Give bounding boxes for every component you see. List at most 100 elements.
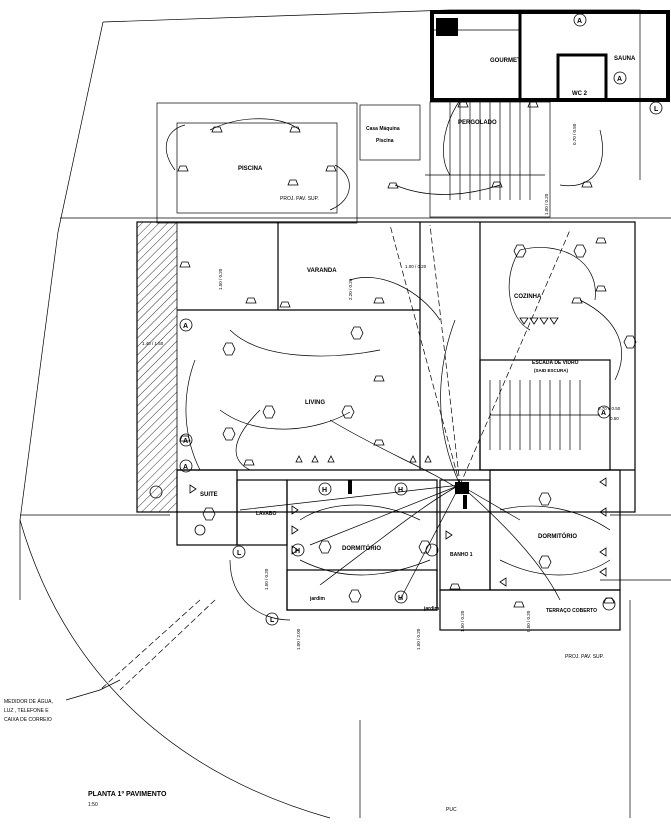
medidor-note: MEDIDOR DE ÁGUA, LUZ , TELEFONE E CAIXA … xyxy=(4,679,121,723)
wall-lamp-icon xyxy=(457,101,469,108)
plan-scale: 1:50 xyxy=(88,802,98,808)
wiring-runs xyxy=(99,99,622,691)
dim-10: 1.00 / 2.00 xyxy=(296,628,301,650)
hex-light-icon xyxy=(202,507,216,521)
marker-x xyxy=(194,524,206,536)
wall-lamp-icon xyxy=(527,101,539,108)
wall-lamp-icon xyxy=(179,435,191,442)
outlet-triangle-icon xyxy=(409,455,417,463)
room-label-varanda: VARANDA xyxy=(307,268,337,274)
marker-l-text: L xyxy=(237,550,242,557)
dim-11: 1.50 / 0.20 xyxy=(416,628,421,650)
wall-lamp-icon xyxy=(243,459,255,466)
outlet-triangle-icon xyxy=(424,455,432,463)
distribution-panel xyxy=(455,482,469,494)
wall-lamp-icon xyxy=(449,583,461,590)
outlet-triangle-icon xyxy=(539,317,549,325)
switch-box xyxy=(463,495,467,509)
room-label-jardim-2: jardim xyxy=(423,606,440,612)
marker-l xyxy=(232,545,246,559)
marker-a-text: A xyxy=(601,410,606,417)
outlet-triangle-icon xyxy=(519,317,529,325)
dim-1: 1.50 / 0.20 xyxy=(218,268,223,290)
dimension-notes: 1.50 / 0.20 2.20 / 0.20 1.00 / 0.20 1.40… xyxy=(142,123,621,650)
marker-x xyxy=(602,597,616,611)
room-label-dormitorio: DORMITÓRIO xyxy=(342,544,381,552)
marker-l xyxy=(265,612,279,626)
marker-l-text: L xyxy=(654,106,659,113)
wall-lamp-icon xyxy=(387,182,399,189)
puc-label: PUC xyxy=(446,807,457,813)
marker-x xyxy=(425,543,439,557)
dim-4: 1.00 / 0.20 xyxy=(405,264,427,269)
outlet-triangle-icon xyxy=(599,547,607,557)
marker-h xyxy=(291,543,305,557)
wall-lamp-icon xyxy=(211,126,223,133)
outlet-triangle-icon xyxy=(311,455,319,463)
room-label-escada-sub: (SAID ESCURA) xyxy=(534,368,569,373)
wall-lamp-icon xyxy=(245,297,257,304)
room-label-banho1: BANHO 1 xyxy=(450,552,473,558)
outlet-triangle-icon xyxy=(499,577,507,587)
marker-a xyxy=(597,405,611,419)
outlet-triangle-icon xyxy=(295,455,303,463)
hex-light-icon xyxy=(513,244,527,258)
marker-l xyxy=(649,101,663,115)
hex-light-icon xyxy=(623,335,637,349)
outlet-triangle-icon xyxy=(445,530,453,540)
gourmet-block: GOURMET SAUNA WC 2 xyxy=(430,10,670,102)
dim-6: 0.70 / 0.50 xyxy=(572,123,577,145)
wall-lamp-icon xyxy=(595,285,607,292)
marker-a-text: A xyxy=(183,438,188,445)
room-label-pergolado: PERGOLADO xyxy=(458,120,497,126)
room-label-casa-maquina: Casa Máquina xyxy=(366,126,400,132)
room-label-sauna: SAUNA xyxy=(614,56,636,62)
light-fixtures xyxy=(202,244,637,603)
hex-light-icon xyxy=(222,427,236,441)
hex-light-icon xyxy=(573,244,587,258)
wall-lamp-icon xyxy=(325,165,337,172)
outlet-triangle-icon xyxy=(599,507,607,517)
wall-lamp-icon xyxy=(287,179,299,186)
marker-a-text: A xyxy=(183,464,188,471)
outlet-triangle-icon xyxy=(549,317,559,325)
marker-a-text: A xyxy=(183,323,188,330)
outlet-triangle-icon xyxy=(291,525,299,535)
outlet-triangle-icon xyxy=(189,484,197,494)
dim-8: 0.50 xyxy=(610,416,619,421)
wall-lamp-icon xyxy=(595,237,607,244)
hex-light-icon xyxy=(262,405,276,419)
room-label-living: LIVING xyxy=(305,400,325,406)
marker-a xyxy=(613,71,627,85)
marker-h-text: H xyxy=(398,595,403,602)
room-label-piscina: PISCINA xyxy=(238,166,263,172)
marker-h xyxy=(394,590,408,604)
room-label-lavabo: LAVABO xyxy=(256,511,276,517)
wall-lamp-icon xyxy=(279,301,291,308)
medidor-line-3: CAIXA DE CORREIO xyxy=(4,717,52,723)
marker-h-text: H xyxy=(398,487,403,494)
outlet-triangle-icon xyxy=(599,567,607,577)
dim-12: 1.50 / 0.20 xyxy=(460,610,465,632)
outlet-triangle-icon xyxy=(291,505,299,515)
room-label-dormitorio-2: DORMITÓRIO xyxy=(538,532,577,540)
marker-h-text: H xyxy=(295,548,300,555)
room-label-wc2: WC 2 xyxy=(572,91,588,97)
proj-pav-sup-top: PROJ. PAV. SUP. xyxy=(280,196,319,202)
marker-l-text: L xyxy=(270,617,275,624)
outlet-markers xyxy=(189,317,607,587)
marker-h xyxy=(394,482,408,496)
marker-x xyxy=(149,485,163,499)
medidor-line-1: MEDIDOR DE ÁGUA, xyxy=(4,698,53,705)
room-label-jardim: jardim xyxy=(309,596,326,602)
hex-light-icon xyxy=(350,326,364,340)
medidor-line-2: LUZ , TELEFONE E xyxy=(4,708,49,714)
hex-light-icon xyxy=(348,589,362,603)
room-label-escada: ESCADA DE VIDRO xyxy=(532,360,579,366)
room-label-piscina-small: Piscina xyxy=(376,138,394,144)
switch-box xyxy=(348,480,352,494)
dim-14: 1.00 / 0.20 xyxy=(544,193,549,215)
wall-lamp-icon xyxy=(177,165,189,172)
plan-title: PLANTA 1º PAVIMENTO xyxy=(88,791,167,798)
